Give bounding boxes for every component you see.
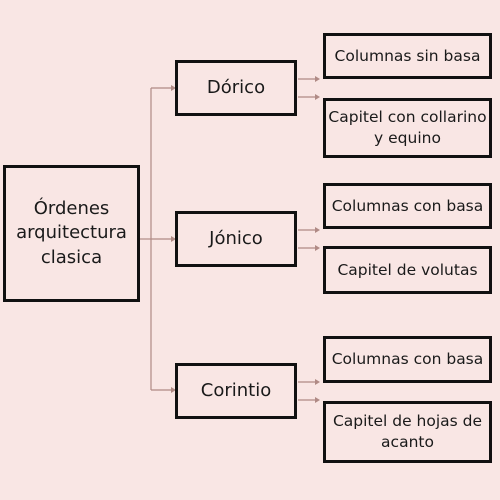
branch-node-jonico: Jónico (175, 211, 297, 267)
branch-node-dorico: Dórico (175, 60, 297, 116)
branch-label: Jónico (209, 227, 263, 249)
root-node: Órdenes arquitectura clasica (3, 165, 140, 302)
leaf-label: Columnas con basa (331, 196, 484, 215)
branch-label: Dórico (206, 76, 266, 98)
leaf-label: Columnas con basa (331, 350, 484, 369)
leaf-node: Capitel con collarino y equino (323, 98, 492, 158)
branch-label: Corintio (200, 379, 272, 401)
leaf-label: Capitel de volutas (337, 260, 478, 279)
leaf-node: Columnas sin basa (323, 33, 492, 79)
leaf-node: Capitel de volutas (323, 246, 492, 294)
leaf-label: Capitel de hojas de acanto (332, 412, 483, 451)
root-node-label: Órdenes arquitectura clasica (16, 198, 127, 268)
leaf-node: Columnas con basa (323, 183, 492, 229)
branch-node-corintio: Corintio (175, 363, 297, 419)
leaf-label: Capitel con collarino y equino (328, 108, 487, 147)
leaf-node: Columnas con basa (323, 336, 492, 383)
leaf-label: Columnas sin basa (334, 46, 481, 65)
leaf-node: Capitel de hojas de acanto (323, 401, 492, 463)
